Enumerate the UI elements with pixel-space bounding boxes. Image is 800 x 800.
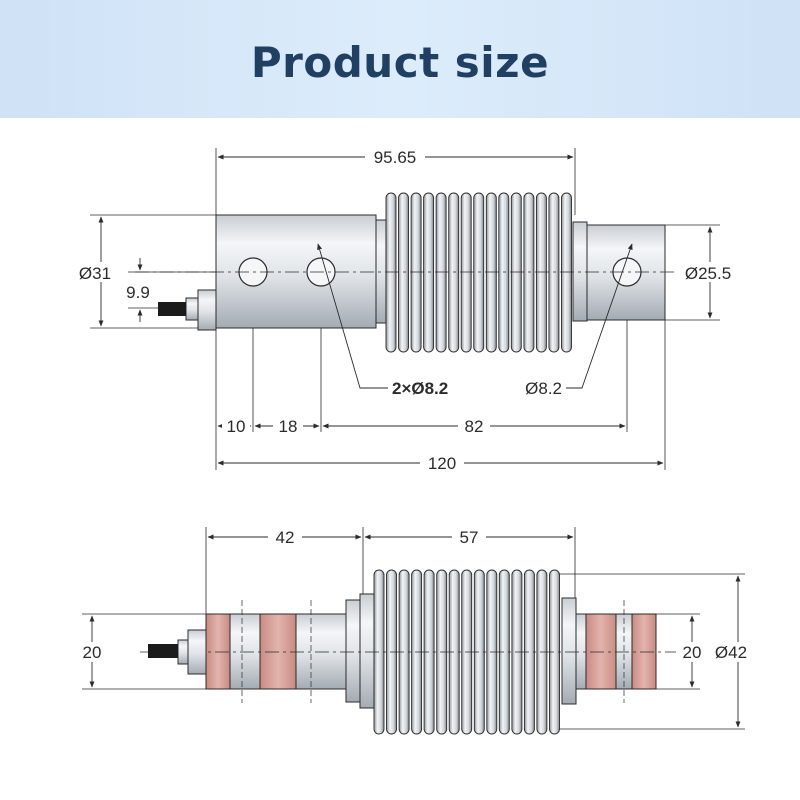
dim-82: 82 [465, 417, 484, 436]
dim-dia-25-5: Ø25.5 [685, 264, 731, 283]
dim-42: 42 [276, 528, 295, 547]
bellows-fin [435, 192, 447, 353]
bellows-fin [485, 192, 497, 353]
dim-95-65: 95.65 [374, 148, 417, 167]
dim-10: 10 [227, 417, 246, 436]
dim-20-left: 20 [83, 643, 102, 662]
side-cable [148, 644, 178, 658]
top-view: 95.65 Ø31 9.9 Ø25.5 2×Ø8.2 Ø8.2 10 18 82… [72, 147, 740, 473]
cable [158, 302, 186, 316]
bellows-fin [410, 192, 422, 353]
dim-20-right: 20 [683, 643, 702, 662]
dim-dia-42: Ø42 [715, 643, 747, 662]
dim-dia-8-2: Ø8.2 [525, 379, 562, 398]
bellows-fin [473, 192, 485, 353]
bellows-fin [423, 192, 435, 353]
bellows-fin [548, 192, 560, 353]
dim-18: 18 [279, 417, 298, 436]
dim-dia-31: Ø31 [79, 264, 111, 283]
bellows-fin [498, 192, 510, 353]
page-title: Product size [250, 38, 550, 87]
bellows-fin [510, 192, 522, 353]
side-view: 42 57 20 20 Ø42 [76, 527, 754, 735]
bellows-fin [448, 192, 460, 353]
bellows-fin [385, 192, 397, 353]
cable-gland [197, 289, 217, 331]
bellows-fin [561, 192, 572, 353]
dim-9-9: 9.9 [126, 283, 150, 302]
dim-57: 57 [460, 528, 479, 547]
dim-120: 120 [428, 454, 456, 473]
bellows-fin [398, 192, 409, 353]
bellows-fin [535, 192, 547, 353]
bellows-fin [523, 192, 535, 353]
bellows-fin [460, 192, 472, 353]
bellows-fins-top [385, 192, 572, 353]
left-block [215, 214, 377, 329]
title-banner: Product size [0, 0, 800, 118]
dim-2x-dia-8-2: 2×Ø8.2 [392, 379, 448, 398]
